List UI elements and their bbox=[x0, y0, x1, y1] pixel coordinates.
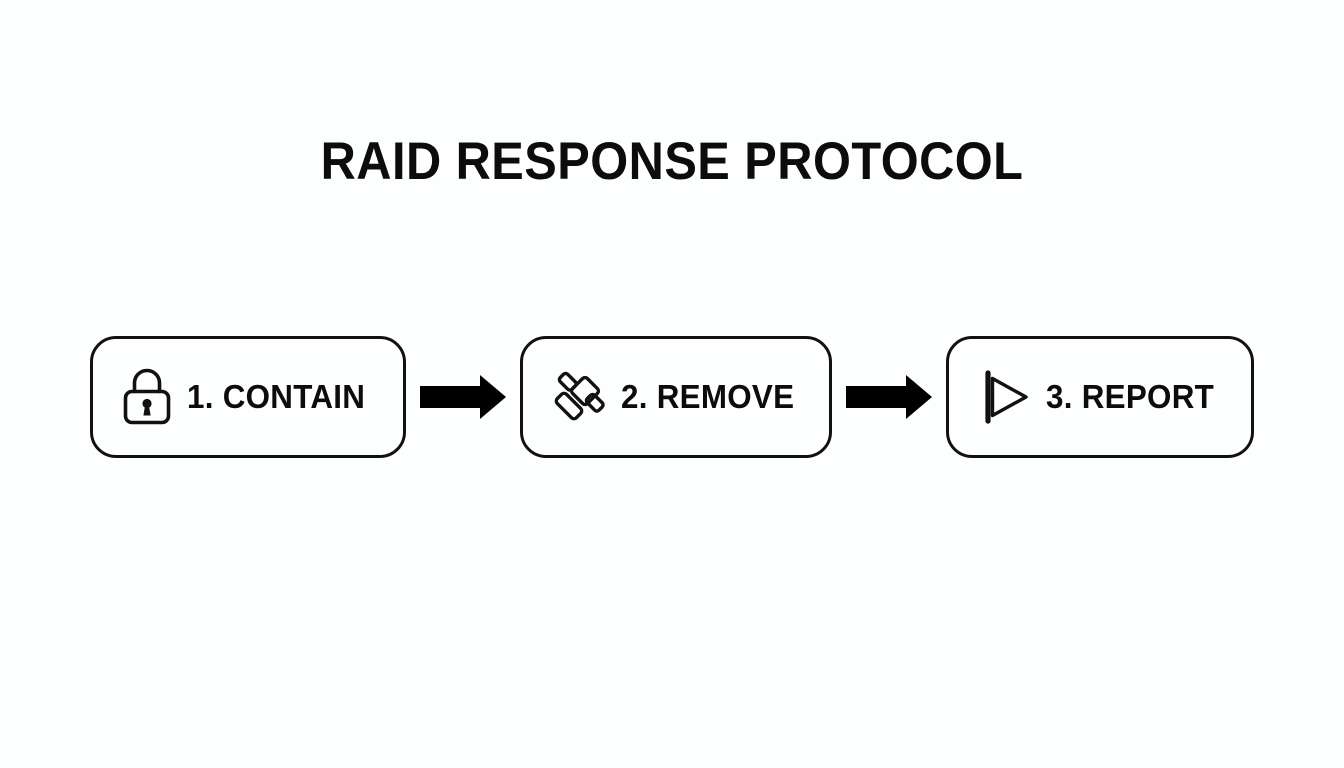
step-card-report[interactable]: 3. REPORT bbox=[946, 336, 1254, 458]
step-label-contain: 1. CONTAIN bbox=[187, 378, 366, 415]
step-card-contain[interactable]: 1. CONTAIN bbox=[90, 336, 406, 458]
arrow-right-icon bbox=[846, 375, 932, 419]
page-title: RAID RESPONSE PROTOCOL bbox=[320, 132, 1024, 191]
step-card-remove[interactable]: 2. REMOVE bbox=[520, 336, 832, 458]
arrow-right-icon bbox=[420, 375, 506, 419]
process-flow: 1. CONTAIN 2. REMOVE bbox=[90, 336, 1254, 458]
gavel-icon bbox=[554, 371, 605, 421]
step-label-report: 3. REPORT bbox=[1045, 378, 1214, 415]
step-label-remove: 2. REMOVE bbox=[620, 378, 795, 415]
lock-icon bbox=[123, 368, 171, 425]
flag-icon bbox=[984, 370, 1028, 424]
